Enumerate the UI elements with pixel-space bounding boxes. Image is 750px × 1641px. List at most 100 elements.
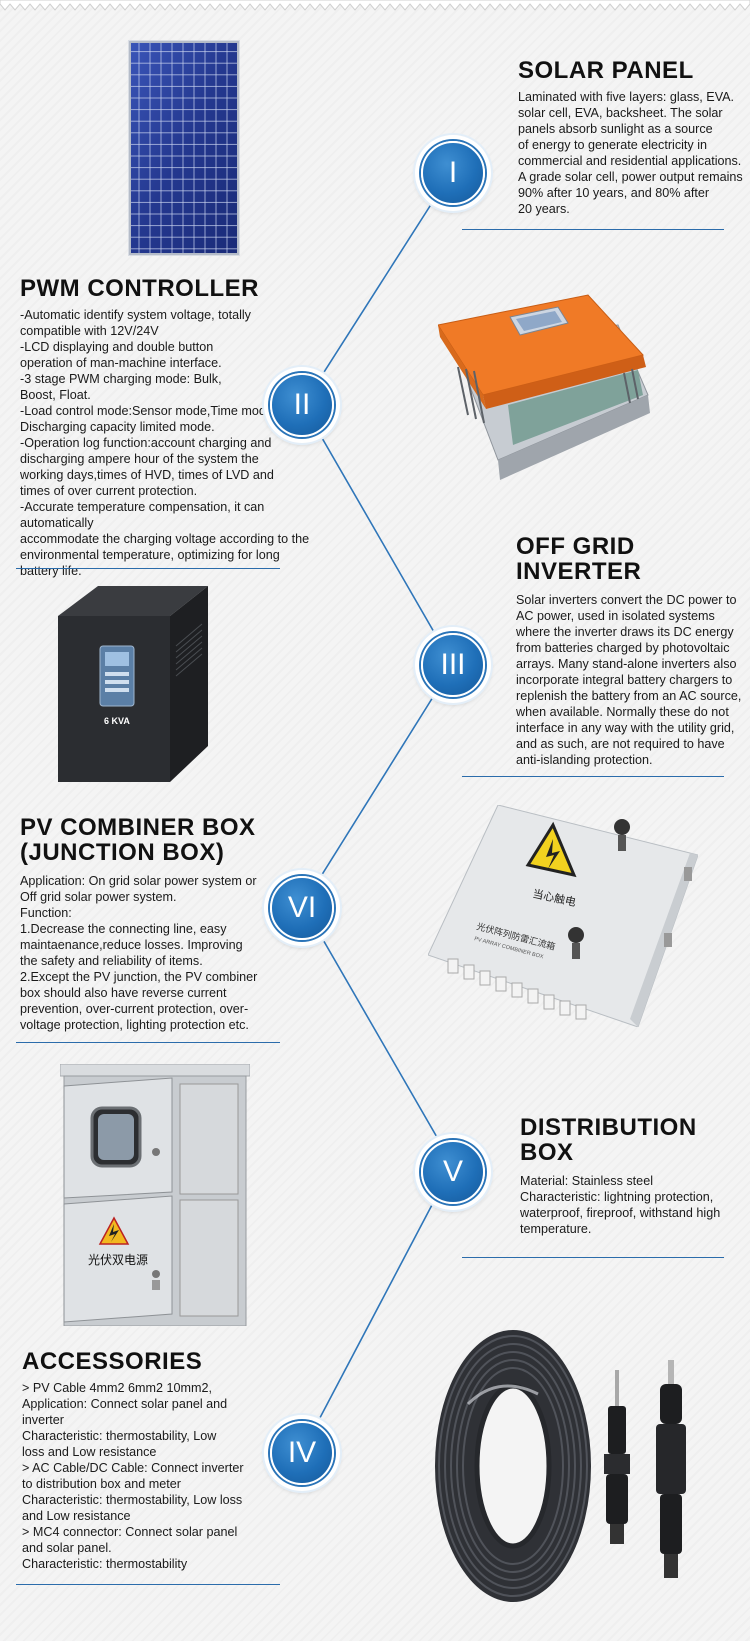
desc-line: -Accurate temperature compensation, it c… xyxy=(20,500,265,530)
desc-line: loss and Low resistance xyxy=(22,1445,157,1459)
combiner-box-image: 当心触电 光伏阵列防雷汇流箱 PV ARRAY COMBINER BOX xyxy=(427,804,699,1028)
off-grid-inverter-title: OFF GRID INVERTER xyxy=(516,534,748,584)
desc-line: Characteristic: lightning protection, xyxy=(520,1190,714,1204)
desc-line: and Low resistance xyxy=(22,1509,131,1523)
title-line-1: DISTRIBUTION xyxy=(520,1114,697,1141)
desc-line: waterproof, fireproof, withstand high xyxy=(520,1206,721,1220)
pwm-controller-divider xyxy=(16,568,280,569)
badge-numeral-1: I xyxy=(415,135,491,211)
desc-line: Laminated with five layers: glass, EVA. xyxy=(518,90,735,104)
off-grid-inverter-section: OFF GRID INVERTER Solar inverters conver… xyxy=(516,534,748,768)
desc-line: 1.Decrease the connecting line, easy xyxy=(20,922,227,936)
numeral-i-label: I xyxy=(421,141,485,205)
desc-line: panels absorb sunlight as a source xyxy=(518,122,713,136)
solar-panel-title: SOLAR PANEL xyxy=(518,57,694,84)
distribution-box-title: DISTRIBUTION BOX xyxy=(520,1115,748,1165)
desc-line: 2.Except the PV junction, the PV combine… xyxy=(20,970,258,984)
solar-panel-divider xyxy=(462,229,724,230)
badge-numeral-2: II xyxy=(264,367,340,443)
off-grid-inverter-divider xyxy=(462,776,724,777)
pv-combiner-box-divider xyxy=(16,1042,280,1043)
accessories-description: > PV Cable 4mm2 6mm2 10mm2, Application:… xyxy=(22,1380,282,1572)
desc-line: -Operation log function:account charging… xyxy=(20,436,272,450)
pwm-controller-description: -Automatic identify system voltage, tota… xyxy=(20,307,320,579)
desc-line: accommodate the charging voltage accordi… xyxy=(20,532,310,546)
solar-panel-description: Laminated with five layers: glass, EVA. … xyxy=(518,89,748,217)
inverter-image: 6 KVA xyxy=(58,586,218,782)
desc-line: Application: On grid solar power system … xyxy=(20,874,257,888)
desc-line: -3 stage PWM charging mode: Bulk, xyxy=(20,372,222,386)
desc-line: to distribution box and meter xyxy=(22,1477,181,1491)
accessories-title: ACCESSORIES xyxy=(22,1348,203,1375)
desc-line: -LCD displaying and double button xyxy=(20,340,214,354)
distribution-box-divider xyxy=(462,1257,724,1258)
distribution-box-image: 光伏双电源 xyxy=(59,1063,251,1327)
title-line-1: OFF GRID xyxy=(516,533,635,560)
top-zigzag-border xyxy=(0,0,750,11)
desc-line: Characteristic: thermostability xyxy=(22,1557,188,1571)
desc-line: replenish the battery from an AC source, xyxy=(516,689,742,703)
desc-line: maintaenance,reduce losses. Improving xyxy=(20,938,243,952)
desc-line: compatible with 12V/24V xyxy=(20,324,159,338)
desc-line: and solar panel. xyxy=(22,1541,112,1555)
pv-cable-coil-image xyxy=(428,1324,598,1608)
desc-line: inverter xyxy=(22,1413,64,1427)
desc-line: Application: Connect solar panel and xyxy=(22,1397,228,1411)
desc-line: Off grid solar power system. xyxy=(20,890,177,904)
desc-line: temperature. xyxy=(520,1222,592,1236)
desc-line: Characteristic: thermostability, Low xyxy=(22,1429,217,1443)
numeral-ii-label: II xyxy=(270,373,334,437)
desc-line: interface in any way with the utility gr… xyxy=(516,721,735,735)
desc-line: box should also have reverse current xyxy=(20,986,227,1000)
mc4-connector-image xyxy=(588,1360,708,1590)
desc-line: the safety and reliability of items. xyxy=(20,954,203,968)
desc-line: of energy to generate electricity in xyxy=(518,138,708,152)
distribution-box-section: DISTRIBUTION BOX Material: Stainless ste… xyxy=(520,1115,748,1237)
desc-line: from batteries charged by photovoltaic xyxy=(516,641,730,655)
distribution-box-label: 光伏双电源 xyxy=(88,1253,148,1267)
desc-line: > PV Cable 4mm2 6mm2 10mm2, xyxy=(22,1381,213,1395)
desc-line: incorporate integral battery chargers to xyxy=(516,673,733,687)
accessories-divider xyxy=(16,1584,280,1585)
desc-line: times of over current protection. xyxy=(20,484,198,498)
desc-line: > AC Cable/DC Cable: Connect inverter xyxy=(22,1461,244,1475)
pwm-controller-title: PWM CONTROLLER xyxy=(20,275,259,302)
inverter-kva-label: 6 KVA xyxy=(104,716,130,726)
desc-line: Boost, Float. xyxy=(20,388,91,402)
desc-line: solar cell, EVA, backsheet. The solar xyxy=(518,106,723,120)
desc-line: AC power, used in isolated systems xyxy=(516,609,715,623)
desc-line: voltage protection, lighting protection … xyxy=(20,1018,249,1032)
badge-numeral-6: VI xyxy=(264,870,340,946)
desc-line: operation of man-machine interface. xyxy=(20,356,222,370)
desc-line: and as such, are not required to have xyxy=(516,737,725,751)
numeral-iv-label: IV xyxy=(270,1421,334,1485)
desc-line: working days,times of HVD, times of LVD … xyxy=(20,468,274,482)
title-line-2: INVERTER xyxy=(516,558,642,585)
badge-numeral-4: IV xyxy=(264,1415,340,1491)
solar-panel-image xyxy=(128,40,240,256)
badge-numeral-5: V xyxy=(415,1134,491,1210)
desc-line: A grade solar cell, power output remains xyxy=(518,170,743,184)
desc-line: when available. Normally these do not xyxy=(516,705,729,719)
badge-numeral-3: III xyxy=(415,627,491,703)
desc-line: 90% after 10 years, and 80% after xyxy=(518,186,710,200)
numeral-vi-label: VI xyxy=(270,876,334,940)
title-line-2: BOX xyxy=(520,1139,574,1166)
pv-combiner-box-description: Application: On grid solar power system … xyxy=(20,873,310,1033)
desc-line: Characteristic: thermostability, Low los… xyxy=(22,1493,243,1507)
desc-line: > MC4 connector: Connect solar panel xyxy=(22,1525,238,1539)
accessories-section: ACCESSORIES > PV Cable 4mm2 6mm2 10mm2, … xyxy=(22,1349,282,1572)
numeral-iii-label: III xyxy=(421,633,485,697)
desc-line: environmental temperature, optimizing fo… xyxy=(20,548,280,578)
desc-line: 20 years. xyxy=(518,202,570,216)
title-line-2: (JUNCTION BOX) xyxy=(20,839,225,866)
pwm-controller-image xyxy=(437,285,668,485)
pwm-controller-section: PWM CONTROLLER -Automatic identify syste… xyxy=(20,276,320,579)
desc-line: commercial and residential applications. xyxy=(518,154,742,168)
desc-line: anti-islanding protection. xyxy=(516,753,653,767)
title-line-1: PV COMBINER BOX xyxy=(20,814,256,841)
solar-panel-section: SOLAR PANEL Laminated with five layers: … xyxy=(518,58,748,217)
distribution-box-description: Material: Stainless steel Characteristic… xyxy=(520,1173,748,1237)
desc-line: Discharging capacity limited mode. xyxy=(20,420,215,434)
